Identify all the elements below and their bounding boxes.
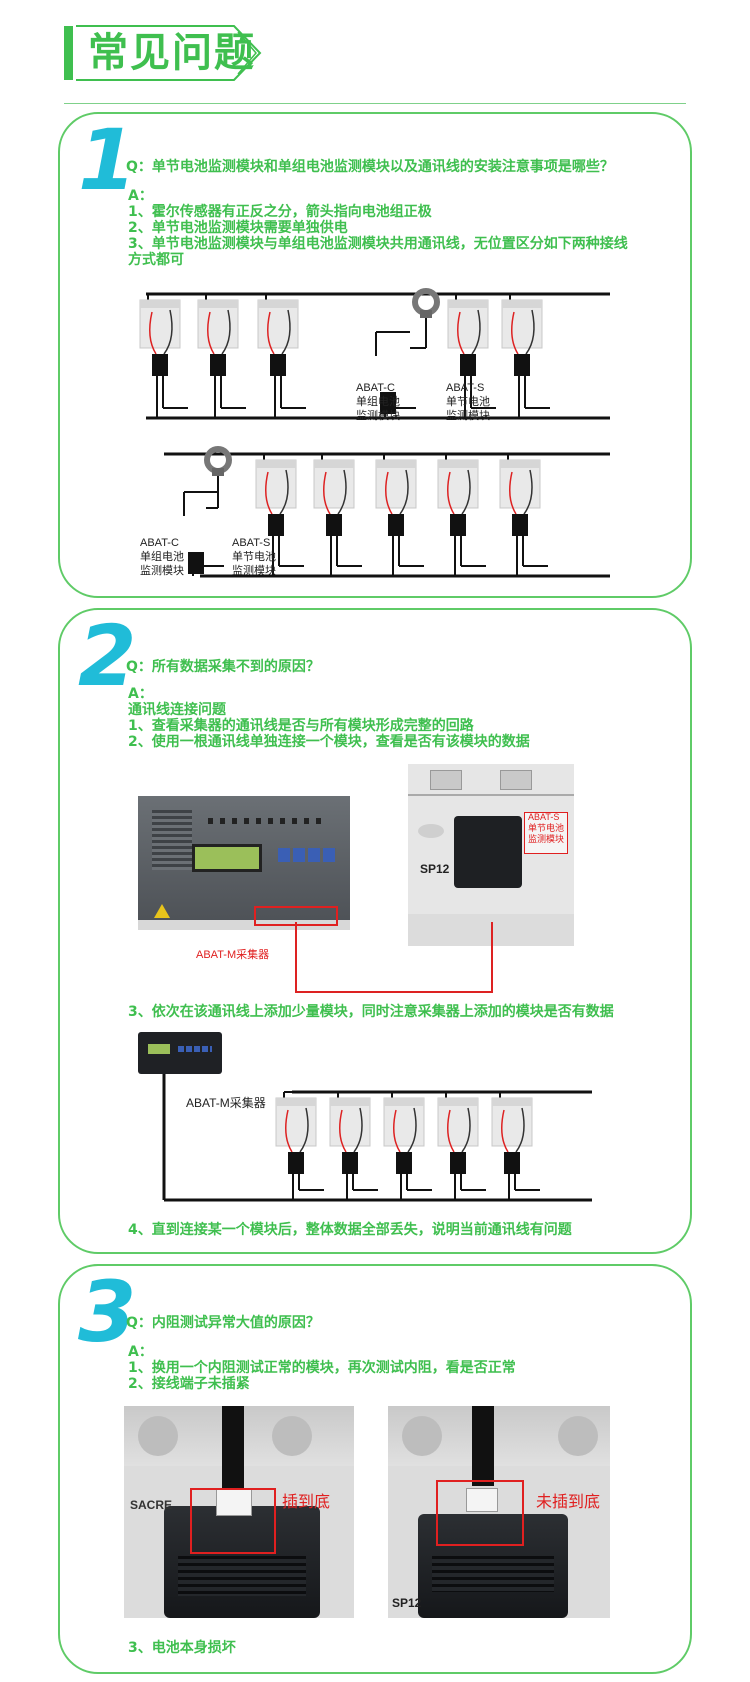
- battery-brand: SP12: [420, 862, 450, 876]
- label-line: 监测模块: [232, 565, 276, 577]
- module-icon: [514, 354, 530, 376]
- collector-label-2: ABAT-M采集器: [186, 1096, 266, 1110]
- connector-plugged-photo: SACRE: [124, 1406, 354, 1618]
- faq-answer-prefix-2: A：: [128, 686, 153, 702]
- module-icon: [270, 354, 286, 376]
- faq-step-3: 3、依次在该通讯线上添加少量模块，同时注意采集器上添加的模块是否有数据: [128, 1004, 614, 1020]
- module-icon: [460, 354, 476, 376]
- battery-module-unit: [313, 453, 362, 576]
- battery-module-unit: [257, 293, 306, 418]
- faq-question-1: Q：单节电池监测模块和单组电池监测模块以及通讯线的安装注意事项是哪些？: [126, 159, 614, 175]
- label-line: ABAT-S: [232, 537, 271, 549]
- battery-module-unit: [275, 1091, 324, 1200]
- module-icon: [268, 514, 284, 536]
- battery-module-unit: [437, 1091, 486, 1200]
- diagram1-abat-c-label: ABAT-C 单组电池 监测模块: [356, 381, 400, 423]
- faq-number-2: 2: [78, 607, 137, 705]
- label-line: ABAT-S: [446, 382, 485, 394]
- module-icon: [152, 354, 168, 376]
- faq-answer-line: 1、霍尔传感器有正反之分，箭头指向电池组正极: [128, 204, 432, 220]
- battery-module-unit: [491, 1091, 540, 1200]
- header-accent-bar: [64, 26, 73, 80]
- photo1-label: 插到底: [282, 1492, 331, 1511]
- label-line: ABAT-S: [528, 812, 560, 822]
- label-line: 监测模块: [356, 410, 400, 422]
- battery-module-unit: [501, 293, 550, 418]
- battery-module-unit: [255, 453, 304, 576]
- not-plugged-highlight: [436, 1480, 524, 1546]
- diagram2-abat-c-label: ABAT-C 单组电池 监测模块: [140, 536, 184, 578]
- label-line: 监测模块: [446, 410, 490, 422]
- battery-module-unit: [375, 453, 424, 576]
- battery-module-unit: [183, 491, 224, 576]
- faq-answer-prefix-1: A：: [128, 188, 153, 204]
- label-line: ABAT-C: [356, 382, 395, 394]
- battery-module-unit: [499, 453, 548, 576]
- battery-module-unit: [447, 293, 496, 418]
- battery-module-unit: [139, 293, 188, 418]
- module-icon: [210, 354, 226, 376]
- faq-number-3: 3: [78, 1263, 137, 1361]
- label-line: 单节电池: [528, 823, 565, 833]
- diagram2-abat-s-label: ABAT-S 单节电池 监测模块: [232, 536, 276, 578]
- label-line: 单节电池: [232, 551, 276, 563]
- module-icon: [288, 1152, 304, 1174]
- faq-question-3: Q：内阻测试异常大值的原因？: [126, 1315, 320, 1331]
- faq-number-1: 1: [78, 111, 137, 209]
- label-line: 监测模块: [528, 834, 565, 844]
- faq-step-4: 4、直到连接某一个模块后，整体数据全部丢失，说明当前通讯线有问题: [128, 1222, 572, 1238]
- faq-step-3-last: 3、电池本身损坏: [128, 1640, 236, 1656]
- module-icon: [388, 514, 404, 536]
- faq-answer-line: 通讯线连接问题: [128, 702, 226, 718]
- label-line: ABAT-C: [140, 537, 179, 549]
- header-divider: [64, 103, 686, 104]
- faq-answer-line: 方式都可: [128, 252, 184, 268]
- faq-answer-line: 2、使用一根通讯线单独连接一个模块，查看是否有该模块的数据: [128, 734, 530, 750]
- battery-module-unit: [329, 1091, 378, 1200]
- plugged-highlight: [190, 1488, 276, 1554]
- faq-question-2: Q：所有数据采集不到的原因？: [126, 659, 320, 675]
- diagram1-abat-s-label: ABAT-S 单节电池 监测模块: [446, 381, 490, 423]
- battery-module-unit: [197, 293, 246, 418]
- battery-module-unit: [383, 1091, 432, 1200]
- wiring-diagram-1: [139, 288, 610, 420]
- page-title: 常见问题: [88, 30, 256, 76]
- battery-module-unit: [375, 331, 416, 418]
- faq-answer-line: 2、接线端子未插紧: [128, 1376, 250, 1392]
- collector-small-icon: [138, 1032, 222, 1074]
- module-icon: [512, 514, 528, 536]
- collector-label: ABAT-M采集器: [196, 949, 270, 961]
- label-line: 单节电池: [446, 396, 490, 408]
- photo2-label: 未插到底: [536, 1492, 601, 1511]
- connector-not-plugged-photo: SP12: [388, 1406, 610, 1618]
- hall-sensor-icon: [204, 446, 232, 476]
- wiring-diagram-3: [162, 1074, 592, 1202]
- module-icon: [504, 1152, 520, 1174]
- module-icon: [450, 1152, 466, 1174]
- connection-line: [295, 922, 493, 993]
- faq-answer-prefix-3: A：: [128, 1344, 153, 1360]
- battery-module-unit: [437, 453, 486, 576]
- faq-answer-line: 3、单节电池监测模块与单组电池监测模块共用通讯线，无位置区分如下两种接线: [128, 236, 628, 252]
- label-line: 单组电池: [356, 396, 400, 408]
- module-icon: [396, 1152, 412, 1174]
- wiring-diagram-2: [164, 446, 610, 578]
- label-line: 单组电池: [140, 551, 184, 563]
- module-highlight: [524, 812, 568, 854]
- module-icon: [450, 514, 466, 536]
- battery-brand: SP12: [392, 1596, 422, 1610]
- faq-answer-line: 1、换用一个内阻测试正常的模块，再次测试内阻，看是否正常: [128, 1360, 516, 1376]
- module-icon: [326, 514, 342, 536]
- hall-sensor-icon: [412, 288, 440, 318]
- label-line: 监测模块: [140, 565, 184, 577]
- faq-answer-line: 1、查看采集器的通讯线是否与所有模块形成完整的回路: [128, 718, 474, 734]
- module-icon: [188, 552, 204, 574]
- faq-answer-line: 2、单节电池监测模块需要单独供电: [128, 220, 348, 236]
- module-on-battery-photo: SP12: [408, 764, 574, 946]
- module-icon: [342, 1152, 358, 1174]
- module-label: ABAT-S 单节电池 监测模块: [528, 812, 564, 845]
- header-title-frame: [76, 25, 262, 81]
